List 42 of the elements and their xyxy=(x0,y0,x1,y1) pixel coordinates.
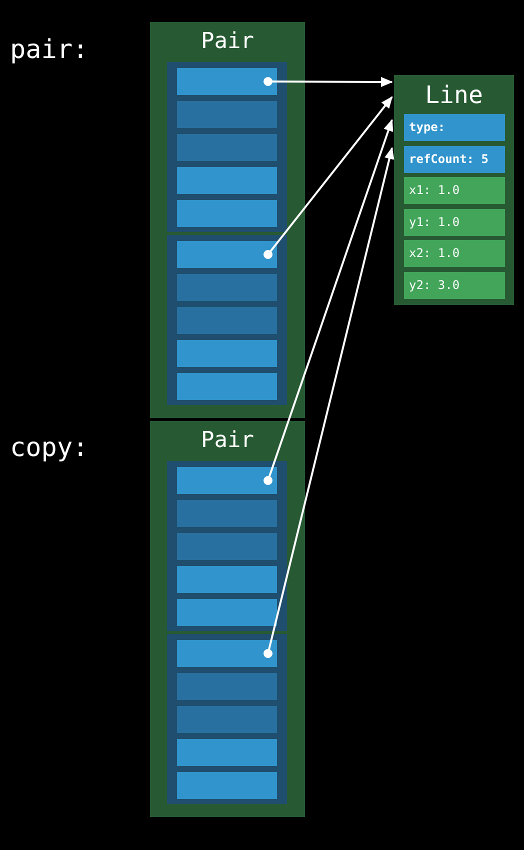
struct-box xyxy=(150,421,305,817)
field-row: refCount: 5 xyxy=(404,146,505,173)
box-title: Pair xyxy=(200,427,255,455)
memory-slot xyxy=(177,200,277,227)
memory-slot xyxy=(177,307,277,334)
memory-slot xyxy=(177,640,277,667)
variable-label: copy: xyxy=(10,432,88,465)
memory-slot xyxy=(177,599,277,626)
field-row: x1: 1.0 xyxy=(404,177,505,204)
memory-slot xyxy=(177,101,277,128)
memory-slot xyxy=(177,533,277,560)
object-box xyxy=(394,75,514,305)
memory-slot xyxy=(177,373,277,400)
memory-slot xyxy=(177,274,277,301)
memory-slot xyxy=(177,772,277,799)
memory-slot xyxy=(177,706,277,733)
memory-slot xyxy=(177,467,277,494)
box-title: Line xyxy=(424,80,484,111)
memory-slot xyxy=(177,241,277,268)
box-title: Pair xyxy=(200,28,255,56)
field-row: type: xyxy=(404,114,505,141)
memory-slot xyxy=(177,500,277,527)
storage-block xyxy=(167,634,287,804)
memory-slot xyxy=(177,673,277,700)
memory-slot xyxy=(177,68,277,95)
memory-slot xyxy=(177,739,277,766)
field-row: x2: 1.0 xyxy=(404,240,505,267)
memory-slot xyxy=(177,134,277,161)
memory-slot xyxy=(177,340,277,367)
pointer-arrow xyxy=(264,76,393,87)
storage-block xyxy=(167,461,287,631)
variable-label: pair: xyxy=(10,34,88,67)
pointer-arrow xyxy=(264,147,394,658)
memory-slot xyxy=(177,566,277,593)
storage-block xyxy=(167,62,287,232)
field-row: y2: 3.0 xyxy=(404,272,505,299)
storage-block xyxy=(167,235,287,405)
pointer-arrow xyxy=(264,96,393,259)
field-row: y1: 1.0 xyxy=(404,209,505,236)
struct-box xyxy=(150,22,305,418)
pointer-arrow xyxy=(264,119,394,485)
memory-slot xyxy=(177,167,277,194)
